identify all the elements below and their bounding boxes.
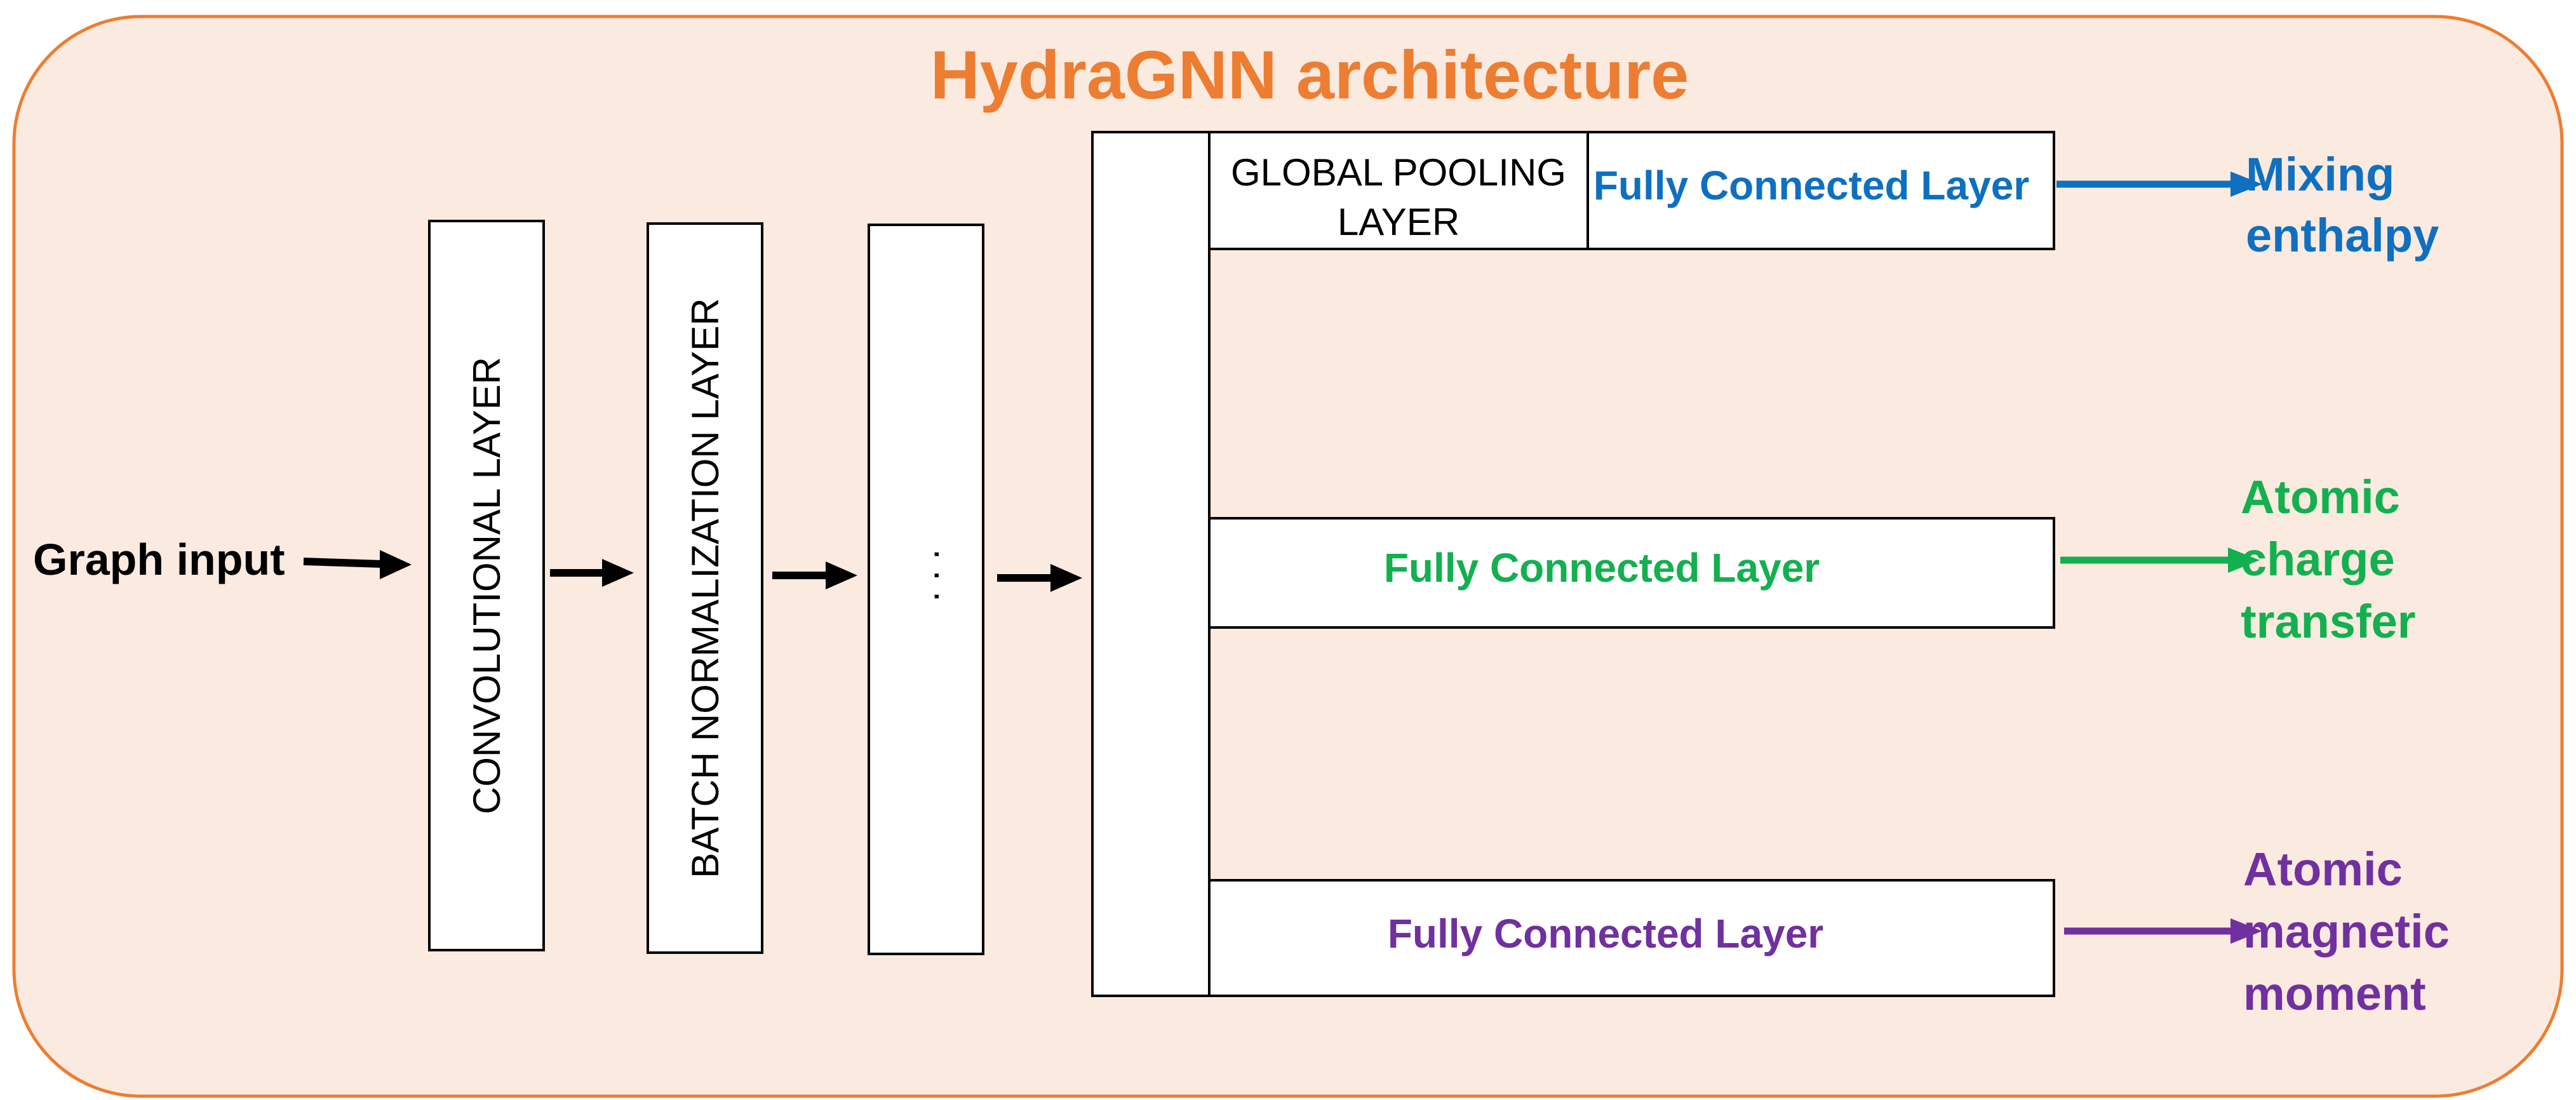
additional-layers-ellipsis: . . . <box>904 549 947 601</box>
fc-layer-label-magnetic-moment: Fully Connected Layer <box>1388 911 1823 956</box>
fc-layer-box-magnetic-moment <box>1208 879 2055 997</box>
graph-input-label: Graph input <box>33 535 285 584</box>
output-magnetic-moment-line3: moment <box>2243 967 2426 1020</box>
arrow-conv-to-batch <box>550 559 634 587</box>
output-charge-transfer-line1: Atomic <box>2241 471 2400 523</box>
diagram-title: HydraGNN architecture <box>930 36 1689 113</box>
fc-layer-label-mixing-enthalpy: Fully Connected Layer <box>1593 163 2029 208</box>
output-mixing-enthalpy-line2: enthalpy <box>2246 209 2439 262</box>
output-magnetic-moment-line1: Atomic <box>2243 843 2403 895</box>
global-pooling-layer-box <box>1208 131 1589 250</box>
global-pooling-label-line1: GLOBAL POOLING <box>1231 151 1566 194</box>
convolutional-layer-box <box>428 220 545 951</box>
fc-layer-box-mixing-enthalpy <box>1587 131 2055 250</box>
fc-layer-box-charge-transfer <box>1208 517 2055 629</box>
output-charge-transfer-line2: charge <box>2241 533 2395 586</box>
output-charge-transfer-line3: transfer <box>2241 595 2416 648</box>
output-magnetic-moment-line2: magnetic <box>2243 905 2450 958</box>
shared-backbone-box <box>1091 131 1211 997</box>
arrow-batch-to-ellipsis <box>772 561 857 589</box>
arrow-to-magnetic-moment <box>2064 918 2262 944</box>
arrow-ellipsis-to-shared <box>997 564 1082 592</box>
global-pooling-label-line2: LAYER <box>1338 201 1459 243</box>
arrow-to-charge-transfer <box>2060 547 2260 573</box>
fc-layer-label-charge-transfer: Fully Connected Layer <box>1384 545 1820 591</box>
convolutional-layer-label: CONVOLUTIONAL LAYER <box>466 357 508 814</box>
batch-normalization-layer-box <box>647 222 763 954</box>
input-arrow <box>303 550 412 579</box>
output-mixing-enthalpy-line1: Mixing <box>2246 148 2394 201</box>
additional-layers-box <box>868 224 984 955</box>
batch-normalization-layer-label: BATCH NORMALIZATION LAYER <box>684 298 727 878</box>
arrow-to-mixing-enthalpy <box>2056 171 2262 197</box>
